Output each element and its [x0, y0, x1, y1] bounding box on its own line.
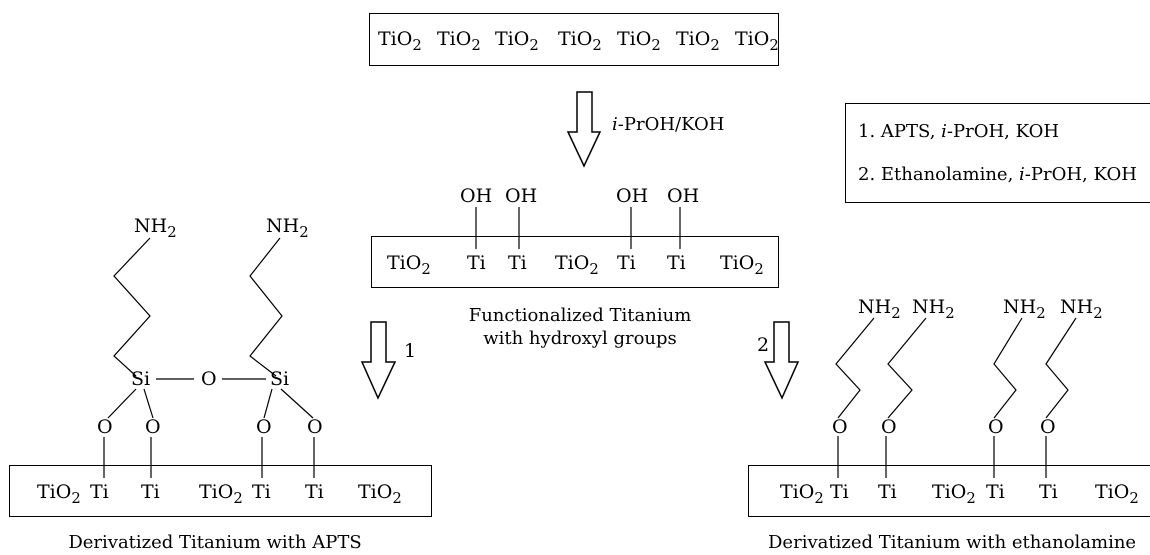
nh2-label: NH2: [266, 215, 309, 242]
ti-atom: Ti: [305, 481, 324, 503]
legend-line-1: 1. APTS, i-PrOH, KOH: [858, 121, 1060, 142]
middle-surface-box: [371, 236, 779, 288]
left-caption: Derivatized Titanium with APTS: [68, 532, 362, 553]
apts-chain-2: [249, 237, 283, 377]
oh-label: OH: [505, 185, 538, 207]
o-label: O: [97, 416, 113, 438]
legend-box: [845, 103, 1150, 203]
tio2-formula: TiO2: [735, 28, 779, 55]
ti-atom: Ti: [252, 481, 271, 503]
tio2-formula: TiO2: [387, 252, 431, 279]
tio2-formula: TiO2: [555, 252, 599, 279]
tio2-formula: TiO2: [358, 481, 402, 508]
tio2-formula: TiO2: [720, 252, 764, 279]
nh2-label: NH2: [912, 296, 955, 323]
tio2-formula: TiO2: [617, 28, 661, 55]
o-label: O: [832, 416, 848, 438]
o-label: O: [881, 416, 897, 438]
eth-chain-3: [993, 317, 1023, 419]
tio2-formula: TiO2: [378, 28, 422, 55]
oh-label: OH: [460, 185, 493, 207]
nh2-label: NH2: [1003, 296, 1046, 323]
si-label: Si: [131, 368, 151, 390]
o-label: O: [988, 416, 1004, 438]
ti-atom: Ti: [667, 252, 686, 274]
ti-atom: Ti: [90, 481, 109, 503]
nh2-label: NH2: [134, 215, 177, 242]
step1-label: 1: [404, 340, 417, 362]
tio2-formula: TiO2: [437, 28, 481, 55]
tio2-formula: TiO2: [932, 481, 976, 508]
right-caption: Derivatized Titanium with ethanolamine: [768, 532, 1137, 553]
eth-chain-1: [835, 317, 875, 419]
legend-line-2: 2. Ethanolamine, i-PrOH, KOH: [858, 164, 1137, 185]
ti-atom: Ti: [141, 481, 160, 503]
arrow-down-left: [360, 321, 397, 400]
middle-caption: Functionalized Titanium with hydroxyl gr…: [468, 305, 692, 349]
ti-atom: Ti: [986, 481, 1005, 503]
tio2-formula: TiO2: [37, 481, 81, 508]
arrow-down-top: [566, 91, 602, 168]
ti-atom: Ti: [1039, 481, 1058, 503]
tio2-formula: TiO2: [780, 481, 824, 508]
eth-chain-4: [1045, 317, 1077, 419]
apts-chain-1: [113, 237, 151, 377]
tio2-formula: TiO2: [199, 481, 243, 508]
arrow-down-right: [763, 321, 800, 400]
nh2-label: NH2: [1060, 296, 1103, 323]
left-surface-box: [9, 465, 432, 517]
ti-atom: Ti: [467, 252, 486, 274]
eth-chain-2: [887, 317, 927, 419]
o-label: O: [145, 416, 161, 438]
si-label: Si: [270, 368, 290, 390]
o-label: O: [307, 416, 323, 438]
oh-label: OH: [667, 185, 700, 207]
tio2-formula: TiO2: [1095, 481, 1139, 508]
o-label: O: [1040, 416, 1056, 438]
reagent-step0: i-PrOH/KOH: [612, 114, 725, 135]
tio2-formula: TiO2: [676, 28, 720, 55]
ti-atom: Ti: [508, 252, 527, 274]
right-surface-box: [748, 465, 1150, 517]
ti-atom: Ti: [878, 481, 897, 503]
bridge-o-label: O: [201, 368, 217, 390]
oh-label: OH: [616, 185, 649, 207]
nh2-label: NH2: [858, 296, 901, 323]
top-tio2-box: [369, 13, 779, 66]
o-label: O: [256, 416, 272, 438]
ti-atom: Ti: [617, 252, 636, 274]
tio2-formula: TiO2: [495, 28, 539, 55]
tio2-formula: TiO2: [558, 28, 602, 55]
ti-atom: Ti: [830, 481, 849, 503]
step2-label: 2: [757, 334, 770, 356]
